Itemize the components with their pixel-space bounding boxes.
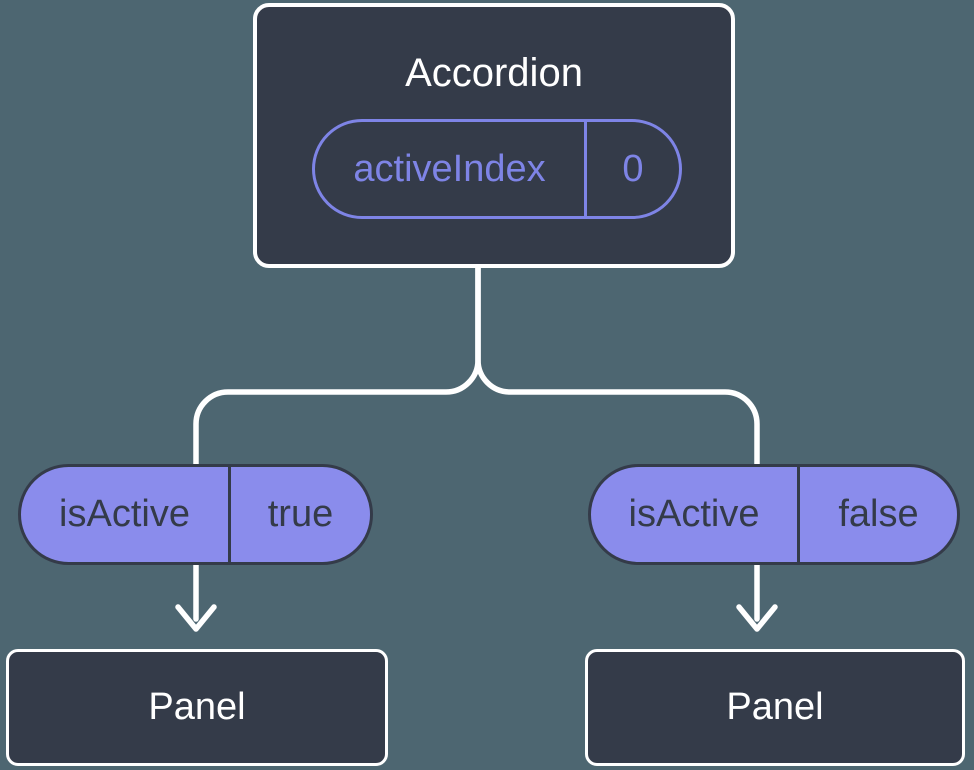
panel-component-node-left: Panel: [6, 649, 388, 766]
state-pill-value: 0: [622, 147, 644, 190]
accordion-node-title: Accordion: [405, 51, 583, 95]
prop-pill-right: isActive false: [588, 464, 960, 565]
prop-pill-left-name: isActive: [21, 467, 231, 562]
state-pill: activeIndex 0: [312, 119, 682, 219]
prop-pill-left-value: true: [267, 493, 334, 535]
edge-root-to-left-child: [193, 261, 481, 473]
panel-left-title: Panel: [148, 686, 246, 728]
arrow-left-head-icon: [175, 604, 217, 632]
accordion-component-node: Accordion activeIndex 0: [253, 3, 735, 268]
state-pill-name: activeIndex: [315, 122, 587, 216]
edge-root-to-right-child: [475, 261, 760, 473]
prop-pill-right-name: isActive: [591, 467, 800, 562]
panel-right-title: Panel: [726, 686, 824, 728]
prop-pill-left: isActive true: [18, 464, 373, 565]
panel-component-node-right: Panel: [585, 649, 965, 766]
arrow-right-head-icon: [736, 604, 778, 632]
prop-pill-right-value: false: [838, 493, 919, 535]
